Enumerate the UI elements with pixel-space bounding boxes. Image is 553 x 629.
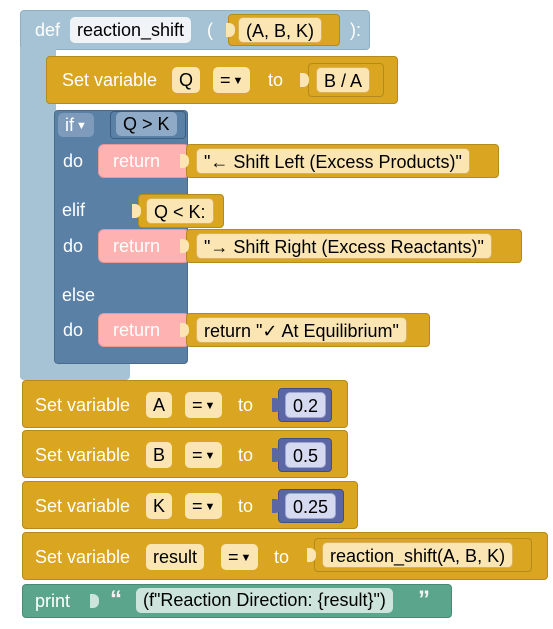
string-notch-2 — [180, 239, 189, 253]
return-block-1[interactable] — [98, 144, 190, 178]
set-q-to: to — [268, 70, 284, 90]
set-k-var-field[interactable]: K — [146, 493, 173, 519]
set-result-label: Set variable — [35, 547, 131, 567]
set-a-notch — [272, 398, 281, 412]
print-label: print — [35, 591, 71, 611]
set-q-var-field[interactable]: Q — [172, 67, 201, 93]
set-q-op-dropdown[interactable]: =▼ — [213, 67, 251, 93]
set-b-number-field[interactable]: 0.5 — [285, 442, 327, 468]
set-result-call-field[interactable]: reaction_shift(A, B, K) — [322, 542, 514, 568]
set-b-var-field[interactable]: B — [146, 442, 173, 468]
chevron-down-icon: ▼ — [240, 552, 252, 564]
if-condition-field[interactable]: Q > K — [116, 112, 177, 136]
set-a-to: to — [238, 395, 254, 415]
chevron-down-icon: ▼ — [76, 120, 87, 132]
string-notch-3 — [180, 323, 189, 337]
set-k-notch — [272, 499, 281, 513]
def-keyword: def — [35, 20, 61, 40]
set-result-to: to — [274, 547, 290, 567]
chevron-down-icon: ▼ — [204, 400, 216, 412]
else-label: else — [62, 285, 96, 305]
return-block-3[interactable] — [98, 313, 190, 347]
string-notch-1 — [180, 154, 189, 168]
set-b-to: to — [238, 445, 254, 465]
string-field-1[interactable]: "← Shift Left (Excess Products)" — [196, 148, 470, 174]
function-name-field[interactable]: reaction_shift — [70, 17, 192, 43]
set-k-number-field[interactable]: 0.25 — [285, 493, 337, 519]
elif-notch — [132, 204, 141, 218]
do-label-3: do — [63, 320, 84, 340]
print-text-field[interactable]: (f"Reaction Direction: {result}") — [136, 588, 393, 613]
set-a-label: Set variable — [35, 395, 131, 415]
chevron-down-icon: ▼ — [204, 450, 216, 462]
open-paren: ( — [207, 20, 213, 40]
string-field-3[interactable]: return "✓ At Equilibrium" — [196, 317, 407, 343]
set-result-op-dropdown[interactable]: =▼ — [221, 544, 259, 570]
set-q-label: Set variable — [62, 70, 158, 90]
return-label-1: return — [113, 151, 161, 171]
set-b-label: Set variable — [35, 445, 131, 465]
function-def-bottom — [20, 364, 130, 380]
chevron-down-icon: ▼ — [232, 75, 244, 87]
set-a-var-field[interactable]: A — [146, 392, 173, 418]
params-notch — [226, 23, 235, 37]
chevron-down-icon: ▼ — [204, 501, 216, 513]
set-result-notch — [307, 548, 316, 562]
set-a-op-dropdown[interactable]: =▼ — [185, 392, 223, 418]
return-label-2: return — [113, 236, 161, 256]
set-k-op-dropdown[interactable]: =▼ — [185, 493, 223, 519]
def-close: ): — [350, 20, 361, 40]
set-k-label: Set variable — [35, 496, 131, 516]
set-result-var-field[interactable]: result — [146, 544, 205, 570]
set-b-op-dropdown[interactable]: =▼ — [185, 442, 223, 468]
close-quote: ” — [418, 586, 430, 613]
set-k-to: to — [238, 496, 254, 516]
set-a-number-field[interactable]: 0.2 — [285, 392, 327, 418]
set-q-notch — [300, 73, 309, 87]
set-q-value-field[interactable]: B / A — [316, 67, 371, 93]
string-field-2[interactable]: "→ Shift Right (Excess Reactants)" — [196, 233, 492, 259]
print-notch — [90, 594, 99, 608]
do-label-1: do — [63, 151, 84, 171]
return-label-3: return — [113, 320, 161, 340]
set-b-notch — [272, 448, 281, 462]
if-dropdown[interactable]: if▼ — [58, 113, 94, 137]
params-field[interactable]: (A, B, K) — [238, 17, 323, 43]
elif-label: elif — [62, 200, 86, 220]
do-label-2: do — [63, 236, 84, 256]
elif-condition-field[interactable]: Q < K: — [146, 198, 214, 224]
open-quote: “ — [110, 586, 122, 613]
